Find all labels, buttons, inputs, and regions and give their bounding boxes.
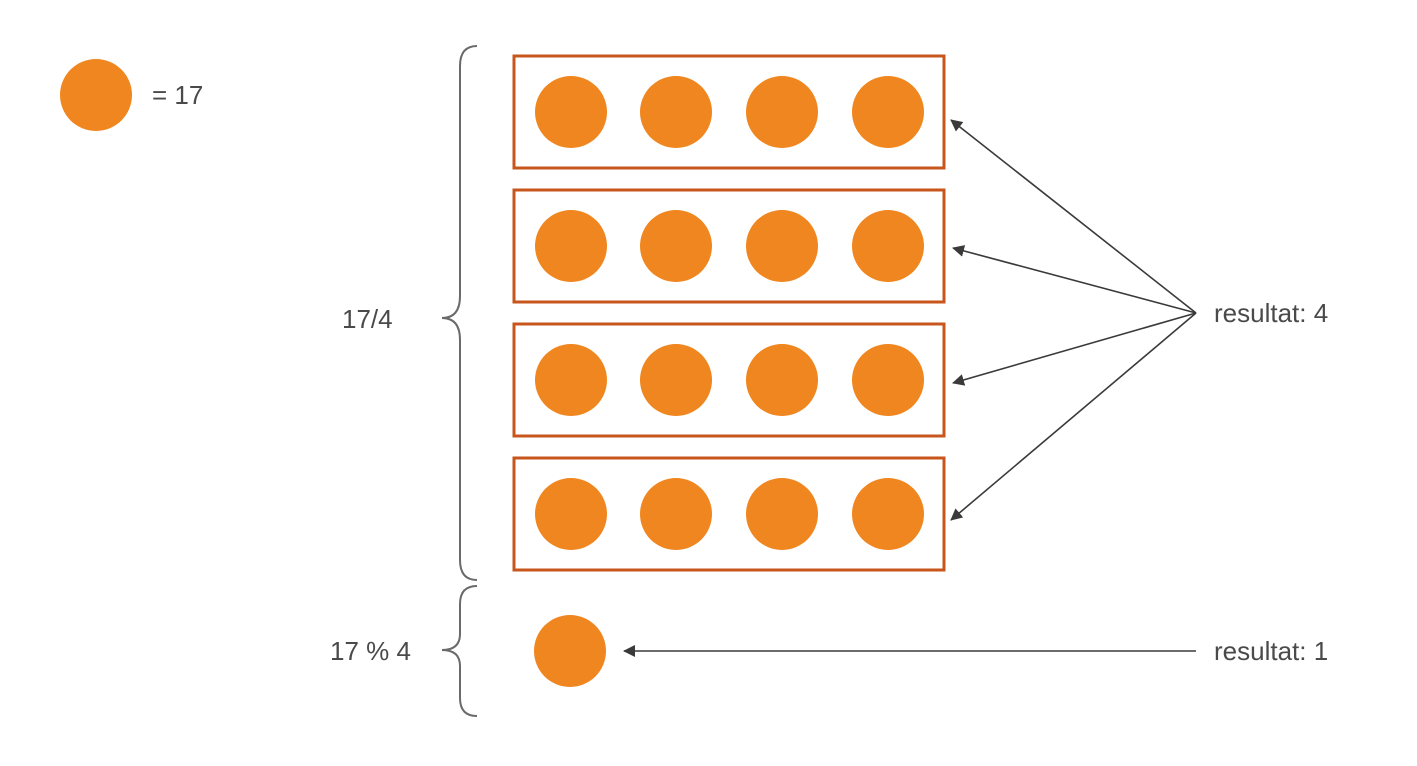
group-1-dot-1 <box>535 76 607 148</box>
group-2-dot-2 <box>640 210 712 282</box>
arrow-to-group-2 <box>952 245 1197 314</box>
arrow-to-group-3 <box>952 312 1197 386</box>
group-boxes <box>512 54 946 572</box>
remainder-result-label: resultat: 1 <box>1214 636 1328 666</box>
group-4-dot-3 <box>746 478 818 550</box>
group-2-dot-4 <box>852 210 924 282</box>
legend-dot <box>60 59 132 131</box>
division-brace <box>441 45 478 581</box>
group-2-dot-3 <box>746 210 818 282</box>
group-1-dot-2 <box>640 76 712 148</box>
group-3-dot-3 <box>746 344 818 416</box>
group-3-dot-1 <box>535 344 607 416</box>
group-4-dot-4 <box>852 478 924 550</box>
group-box-2 <box>512 188 946 304</box>
group-box-1 <box>512 54 946 170</box>
legend-label: = 17 <box>152 80 203 110</box>
modulo-label: 17 % 4 <box>330 636 411 666</box>
modulo-brace <box>441 585 478 717</box>
quotient-arrows <box>950 119 1197 521</box>
group-1-dot-4 <box>852 76 924 148</box>
group-3-dot-2 <box>640 344 712 416</box>
group-4-dot-1 <box>535 478 607 550</box>
quotient-result-label: resultat: 4 <box>1214 298 1328 328</box>
group-box-3 <box>512 322 946 438</box>
arrow-to-group-4 <box>950 312 1197 521</box>
group-2-dot-1 <box>535 210 607 282</box>
group-1-dot-3 <box>746 76 818 148</box>
group-box-4 <box>512 456 946 572</box>
arrow-to-group-1 <box>950 119 1197 314</box>
group-4-dot-2 <box>640 478 712 550</box>
group-3-dot-4 <box>852 344 924 416</box>
remainder-dot <box>534 615 606 687</box>
division-label: 17/4 <box>342 304 393 334</box>
